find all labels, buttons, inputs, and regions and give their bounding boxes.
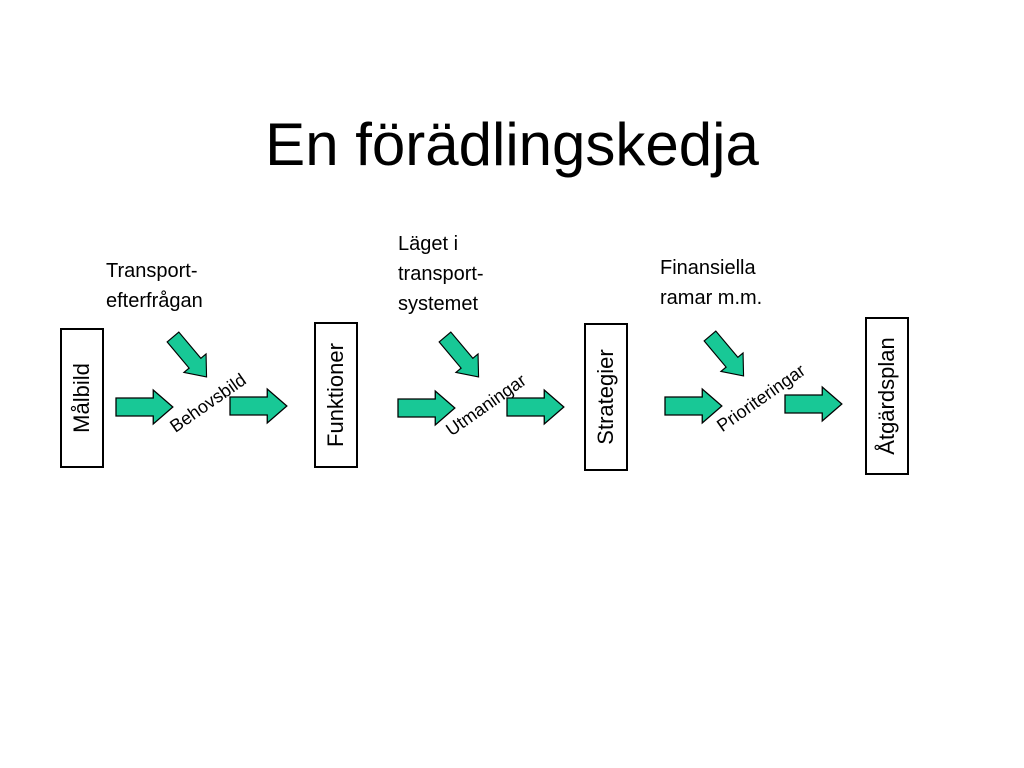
right-arrow-icon	[664, 388, 723, 424]
right-arrow-icon	[229, 388, 288, 424]
right-arrow-icon	[784, 386, 843, 422]
slide-title: En förädlingskedja	[265, 111, 759, 178]
input-note-laget-i-transportsystemet: Läget i transport- systemet	[398, 233, 484, 315]
diagonal-arrow-icon	[698, 326, 756, 386]
right-arrow-icon	[115, 389, 174, 425]
stage-box-strategier: Strategier	[584, 323, 628, 471]
diagonal-arrow-icon	[161, 327, 219, 387]
right-arrow-icon	[397, 390, 456, 426]
input-note-transportefterfragan: Transport- efterfrågan	[106, 260, 203, 312]
stage-box-funktioner: Funktioner	[314, 322, 358, 468]
input-note-finansiella-ramar: Finansiella ramar m.m.	[660, 257, 763, 309]
diagonal-arrow-icon	[433, 327, 491, 387]
stage-box-atgardsplan: Åtgärdsplan	[865, 317, 909, 475]
right-arrow-icon	[506, 389, 565, 425]
stage-box-malbild: Målbild	[60, 328, 104, 468]
